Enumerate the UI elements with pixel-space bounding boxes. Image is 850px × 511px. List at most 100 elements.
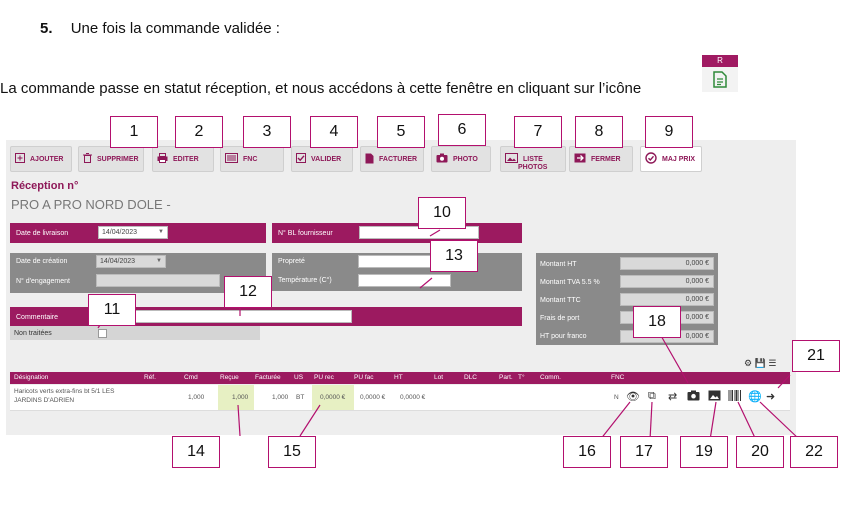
arrow-circle-icon[interactable]: ➜ <box>766 391 776 403</box>
supprimer-button[interactable]: SUPPRIMER <box>78 146 144 172</box>
callout-7: 7 <box>514 116 562 148</box>
row-designation-line2: JARDINS D'ADRIEN <box>14 397 75 404</box>
swap-icon[interactable]: ⇄ <box>668 391 678 403</box>
callout-3: 3 <box>243 116 291 148</box>
col-ref[interactable]: Réf. <box>144 374 156 381</box>
col-pu-rec[interactable]: PU rec <box>314 374 334 381</box>
callout-1: 1 <box>110 116 158 148</box>
callout-5: 5 <box>377 116 425 148</box>
photo-button[interactable]: PHOTO <box>431 146 491 172</box>
screen-icon <box>225 153 238 165</box>
settings-icon[interactable]: ⚙ <box>744 358 753 368</box>
non-traitees-strip <box>10 326 260 340</box>
callout-14: 14 <box>172 436 220 468</box>
callout-2: 2 <box>175 116 223 148</box>
callout-4: 4 <box>310 116 358 148</box>
liste-photos-label-2: PHOTOS <box>518 164 548 171</box>
temperature-label: Température (C°) <box>278 277 332 284</box>
col-cmd[interactable]: Cmd <box>184 374 198 381</box>
camera-icon[interactable] <box>687 390 700 404</box>
temperature-field[interactable] <box>358 274 451 287</box>
callout-12: 12 <box>224 276 272 308</box>
col-comm[interactable]: Comm. <box>540 374 561 381</box>
doc-heading: 5. Une fois la commande validée : <box>40 20 280 37</box>
heading-text: Une fois la commande validée : <box>70 20 280 37</box>
callout-15: 15 <box>268 436 316 468</box>
commentaire-label: Commentaire <box>16 314 59 321</box>
maj-prix-button[interactable]: MAJ PRIX <box>640 146 702 172</box>
trash-icon <box>83 153 92 165</box>
montant-ttc-value: 0,000 € <box>620 293 714 306</box>
creation-date-field[interactable]: 14/04/2023▼ <box>96 255 166 268</box>
callout-19: 19 <box>680 436 728 468</box>
document-icon <box>713 71 727 88</box>
table-row[interactable]: Haricots verts extra-fins bt 5/1 LES JAR… <box>10 385 790 411</box>
engagement-field[interactable] <box>96 274 220 287</box>
supplier-name: PRO A PRO NORD DOLE - <box>11 197 171 212</box>
callout-20: 20 <box>736 436 784 468</box>
callout-22: 22 <box>790 436 838 468</box>
globe-icon[interactable]: 🌐 <box>748 391 762 403</box>
reception-doc-icon[interactable]: R <box>702 55 738 92</box>
col-part[interactable]: Part. <box>499 374 513 381</box>
doc-paragraph: La commande passe en statut réception, e… <box>0 80 642 97</box>
montant-ht-label: Montant HT <box>540 261 577 268</box>
grid-header: Désignation Réf. Cmd Reçue Facturée US P… <box>10 372 790 384</box>
icon-letter: R <box>702 55 738 67</box>
image-icon[interactable] <box>708 390 721 404</box>
col-recue[interactable]: Reçue <box>220 374 239 381</box>
camera-icon <box>436 153 448 165</box>
delivery-date-label: Date de livraison <box>16 230 69 237</box>
engagement-label: N° d'engagement <box>16 278 70 285</box>
barcode-icon[interactable] <box>728 390 742 404</box>
fermer-button[interactable]: FERMER <box>569 146 633 172</box>
row-designation-line1: Haricots verts extra-fins bt 5/1 LES <box>14 388 115 395</box>
callout-8: 8 <box>575 116 623 148</box>
callout-18: 18 <box>633 306 681 338</box>
montant-ttc-label: Montant TTC <box>540 297 581 304</box>
callout-10: 10 <box>418 197 466 229</box>
valider-button[interactable]: VALIDER <box>291 146 353 172</box>
row-pu-fac: 0,0000 € <box>360 394 386 401</box>
franco-label: HT pour franco <box>540 333 587 340</box>
eye-icon[interactable]: 👁 <box>626 391 640 403</box>
montant-tva-value: 0,000 € <box>620 275 714 288</box>
row-pu-rec[interactable]: 0,0000 € <box>320 394 346 401</box>
save-icon[interactable]: 💾 <box>754 358 766 368</box>
recue-cell-highlight[interactable] <box>218 385 254 410</box>
copy-icon[interactable]: ⧉ <box>648 390 656 402</box>
heading-number: 5. <box>40 20 53 37</box>
callout-9: 9 <box>645 116 693 148</box>
col-temp[interactable]: T° <box>518 374 525 381</box>
callout-13: 13 <box>430 240 478 272</box>
col-pu-fac[interactable]: PU fac <box>354 374 374 381</box>
montant-ht-value: 0,000 € <box>620 257 714 270</box>
callout-11: 11 <box>88 294 136 326</box>
ajouter-button[interactable]: AJOUTER <box>10 146 72 172</box>
list-icon[interactable]: ☰ <box>768 358 777 368</box>
col-dlc[interactable]: DLC <box>464 374 478 381</box>
reception-title: Réception n° <box>11 180 79 192</box>
callout-21: 21 <box>792 340 840 372</box>
delivery-date-field[interactable]: 14/04/2023▼ <box>98 226 168 239</box>
row-cmd: 1,000 <box>188 394 205 401</box>
callout-6: 6 <box>438 114 486 146</box>
row-fnc: N <box>614 394 619 401</box>
col-designation[interactable]: Désignation <box>14 374 49 381</box>
non-traitees-checkbox[interactable] <box>98 329 107 338</box>
proprete-label: Propreté <box>278 258 305 265</box>
col-facturee[interactable]: Facturée <box>255 374 281 381</box>
reception-window: AJOUTER SUPPRIMER EDITER FNC VALIDER FAC… <box>6 140 796 435</box>
plus-icon <box>15 153 25 165</box>
col-fnc[interactable]: FNC <box>611 374 625 381</box>
row-recue[interactable]: 1,000 <box>232 394 249 401</box>
col-lot[interactable]: Lot <box>434 374 444 381</box>
liste-photos-button[interactable]: LISTE <box>500 146 566 172</box>
col-us[interactable]: US <box>294 374 304 381</box>
fnc-button[interactable]: FNC <box>220 146 284 172</box>
callout-16: 16 <box>563 436 611 468</box>
col-ht[interactable]: HT <box>394 374 403 381</box>
editer-button[interactable]: EDITER <box>152 146 214 172</box>
row-ht: 0,0000 € <box>400 394 426 401</box>
